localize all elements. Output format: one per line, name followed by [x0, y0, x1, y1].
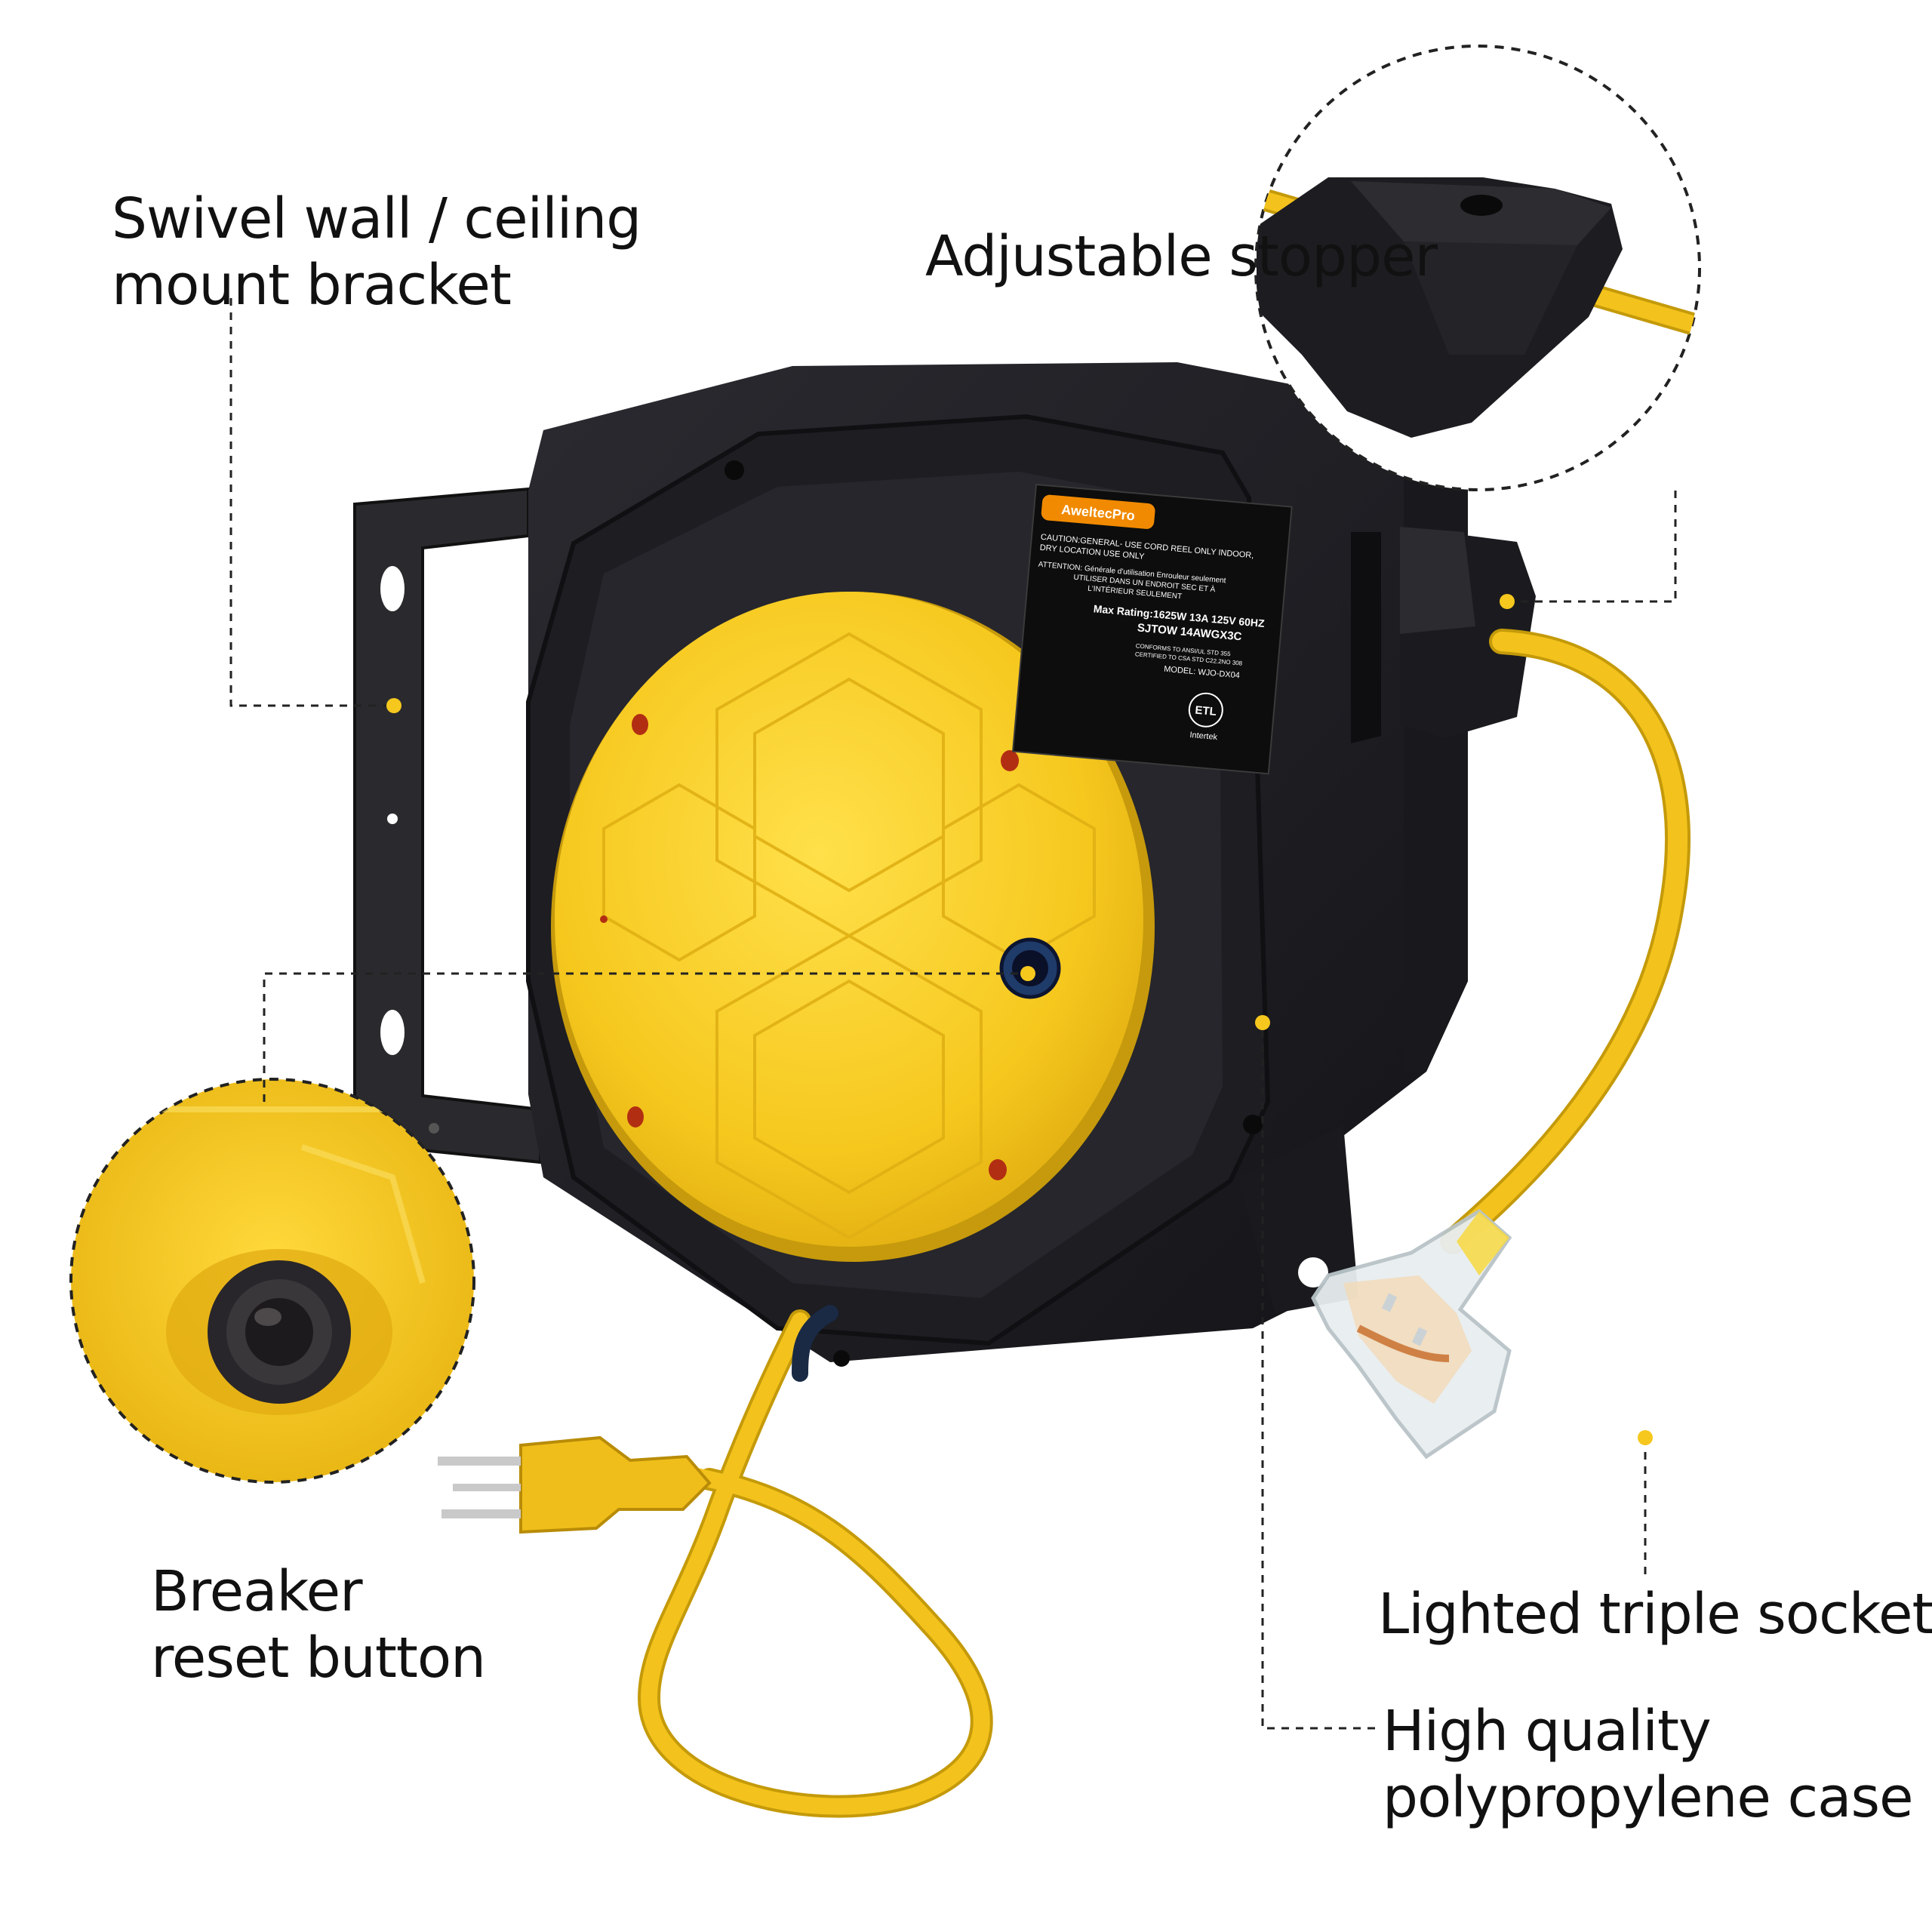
callout-breaker-reset: Breaker reset button — [151, 1558, 486, 1691]
callout-swivel-line-1: Swivel wall / ceiling — [112, 186, 641, 251]
callout-triple-socket: Lighted triple socket — [1378, 1581, 1932, 1647]
breaker-zoom-callout — [69, 1078, 475, 1484]
label-intertek: Intertek — [1189, 731, 1218, 742]
callout-adjustable-stopper: Adjustable stopper — [925, 223, 1438, 290]
label-etl: ETL — [1195, 704, 1217, 718]
leader-lines — [229, 298, 1677, 1730]
cord-stopper-icon — [1351, 527, 1536, 743]
brand-badge — [1041, 494, 1155, 529]
callout-breaker-line-2: reset button — [151, 1626, 486, 1690]
callout-polypropylene-case: High quality polypropylene case — [1383, 1698, 1914, 1831]
etl-mark — [1188, 692, 1223, 728]
reel-hub — [551, 592, 1155, 1262]
callout-swivel-bracket: Swivel wall / ceiling mount bracket — [112, 186, 641, 318]
callout-case-line-2: polypropylene case — [1383, 1765, 1914, 1830]
plug-icon — [438, 1435, 712, 1534]
warning-label: AweltecPro CAUTION:GENERAL- USE CORD REE… — [1011, 483, 1293, 775]
callout-swivel-line-2: mount bracket — [112, 253, 512, 318]
callout-socket-line: Lighted triple socket — [1378, 1582, 1932, 1647]
callout-dots — [386, 594, 1653, 1445]
callout-case-line-1: High quality — [1383, 1699, 1712, 1764]
stopper-zoom-callout — [1254, 45, 1701, 491]
triple-socket-icon — [1311, 1208, 1512, 1460]
callout-stopper-line: Adjustable stopper — [925, 224, 1438, 289]
callout-breaker-line-1: Breaker — [151, 1559, 363, 1624]
extension-cord — [626, 629, 1690, 1818]
